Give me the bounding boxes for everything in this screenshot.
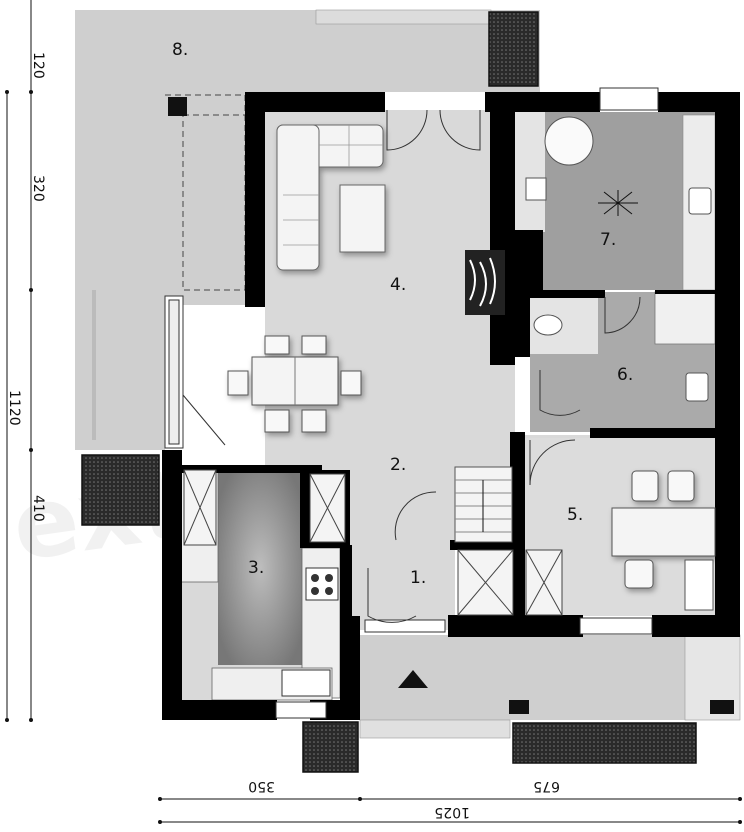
dim-675: 675 [533, 778, 560, 794]
front-terrace [302, 634, 741, 773]
dim-1025: 1025 [434, 804, 470, 820]
dim-320: 320 [30, 175, 46, 202]
windows [164, 87, 659, 719]
room-label-7: 7. [600, 230, 616, 250]
room-label-1: 1. [410, 568, 426, 588]
room-label-6: 6. [617, 365, 633, 385]
dimension-labels: 120 320 1120 410 350 675 1025 [6, 52, 560, 820]
dim-120: 120 [30, 52, 46, 79]
room-label-3: 3. [248, 558, 264, 578]
room-label-4: 4. [390, 275, 406, 295]
room-label-5: 5. [567, 505, 583, 525]
room-labels: 8. 4. 7. 6. 2. 5. 3. 1. [172, 40, 633, 588]
dim-350: 350 [248, 778, 275, 794]
dim-410: 410 [30, 495, 46, 522]
terrace-8 [75, 9, 540, 526]
furniture [182, 109, 716, 697]
dimension-lines [5, 0, 742, 824]
dim-1120: 1120 [6, 390, 22, 426]
room-label-8: 8. [172, 40, 188, 60]
room-label-2: 2. [390, 455, 406, 475]
